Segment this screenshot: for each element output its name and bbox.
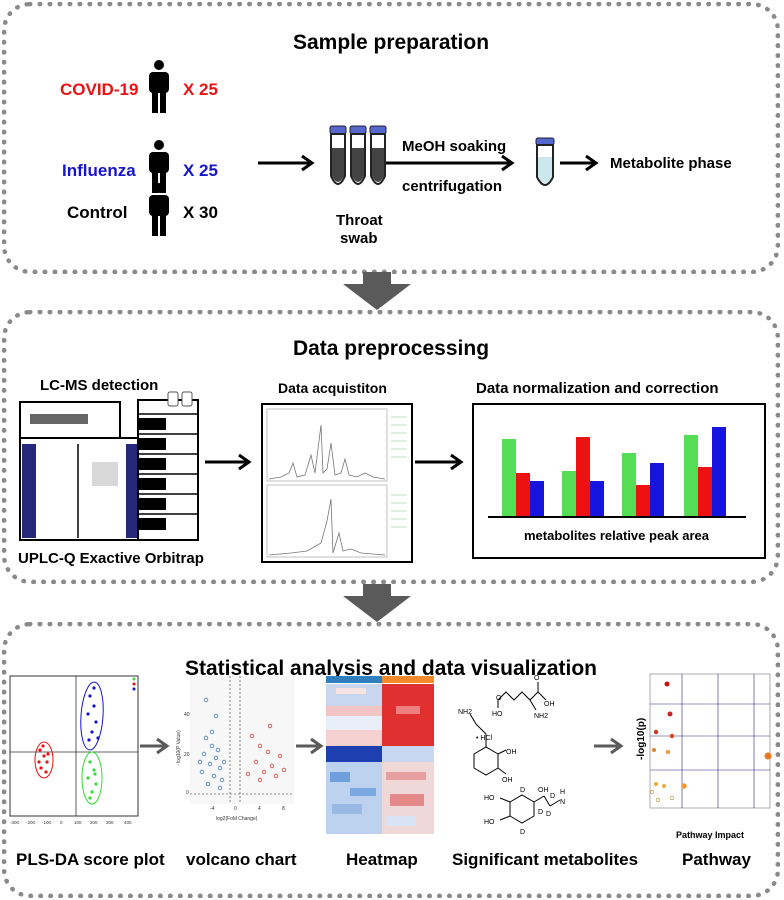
hcl-label: • HCl [476,735,493,742]
pls-tick-7: 400 [124,820,132,825]
atom-h-1: H [560,789,565,796]
volcano-xtick-3: 8 [282,806,285,812]
caption-volcano: volcano chart [186,850,297,869]
statistical-analysis-title: Statistical analysis and data visualizat… [185,657,597,680]
atom-ho-2: HO [484,795,495,802]
pls-tick-2: -100 [42,820,52,825]
arrow-to-normalization-icon [415,453,464,471]
atom-d-5: D [546,811,551,818]
volcano-xlabel: log2(Fold Change) [216,816,258,822]
volcano-xtick-2: 4 [258,806,261,812]
sample-preparation-panel: Sample preparation [2,2,780,274]
atom-nh2-2: NH2 [458,709,472,716]
caption-pls-da: PLS-DA score plot [16,850,165,869]
pls-tick-5: 200 [90,820,98,825]
atom-oh-3: OH [502,777,513,784]
atom-o-1: O [496,695,502,702]
atom-oh-4: OH [538,787,549,794]
acquisition-title: Data acquistiton [278,380,387,396]
sample-preparation-title: Sample preparation [292,31,490,54]
pls-tick-0: -300 [10,820,20,825]
pls-tick-3: 0 [60,820,63,825]
arrow-to-heatmap-icon [296,737,324,755]
atom-oh-1: OH [544,701,555,708]
pls-da-plot: -300 -200 -100 0 100 200 300 400 [9,675,139,825]
atom-d-1: D [520,787,525,794]
group-covid-label: COVID-19 [60,80,139,99]
down-arrow-icon-2 [343,584,411,622]
heatmap-image [326,676,434,834]
arrow-soaking-icon [386,154,515,172]
group-influenza-count: X 25 [183,161,218,180]
normalization-chart [472,403,766,559]
lcms-caption: UPLC-Q Exactive Orbitrap [18,550,204,567]
pathway-xlabel: Pathway Impact [676,830,744,840]
group-control-count: X 30 [183,203,218,222]
atom-d-3: D [538,809,543,816]
person-icon-control [149,183,169,236]
volcano-ytick-2: 0 [186,790,189,796]
swab-label-1: Throat [336,212,383,229]
atom-o-2: O [534,675,540,682]
atom-d-2: D [520,829,525,836]
pls-tick-4: 100 [74,820,82,825]
normalization-title: Data normalization and correction [476,380,719,397]
atom-n-1: N [560,799,565,806]
down-arrow-icon-1 [343,272,411,310]
volcano-ytick-0: 40 [184,712,190,718]
arrow-to-acquisition-icon [205,453,252,471]
caption-pathway: Pathway [682,850,751,869]
atom-ho-3: HO [484,819,495,826]
step-centrifugation-label: centrifugation [402,178,502,195]
step-meoh-label: MeOH soaking [402,138,507,155]
pathway-plot: -log10(p) Pathway Impact [636,673,772,840]
pathway-ylabel: -log10(p) [636,718,647,760]
normalization-caption: metabolites relative peak area [524,528,709,543]
metabolite-phase-label: Metabolite phase [610,155,732,172]
caption-significant-metabolites: Significant metabolites [452,850,639,869]
chemical-structures-image: HO O O OH NH2 NH2 • HCl OH OH HO HO D D … [458,675,565,836]
pls-tick-6: 300 [106,820,114,825]
swab-tubes-icon [329,125,387,185]
atom-d-4: D [550,793,555,800]
atom-nh2-1: NH2 [534,713,548,720]
pls-tick-1: -200 [26,820,36,825]
arrow-to-phase-icon [560,154,599,172]
arrow-to-swab-icon [258,154,315,172]
person-icon-influenza [149,140,169,193]
swab-label-2: swab [340,230,378,247]
caption-heatmap: Heatmap [346,850,418,869]
arrow-to-pathway-icon [594,737,624,755]
arrow-to-volcano-icon [140,737,170,755]
atom-oh-2: OH [506,749,517,756]
metabolite-tube-icon [535,137,555,186]
group-influenza-label: Influenza [62,161,136,180]
volcano-xtick-0: -4 [210,806,215,812]
group-control-label: Control [67,203,128,222]
volcano-xtick-1: 0 [234,806,237,812]
lcms-title: LC-MS detection [40,377,159,394]
data-preprocessing-title: Data preprocessing [292,337,490,360]
volcano-plot: 40 20 0 -4 0 4 8 log2(Fold Change) - log… [176,676,294,822]
lcms-instrument-icon [19,391,199,541]
chromatogram-image [261,403,413,563]
person-icon-covid [149,60,169,113]
atom-ho-1: HO [492,711,503,718]
volcano-ytick-1: 20 [184,752,190,758]
volcano-ylabel: - log10(P Value) [176,730,182,766]
group-covid-count: X 25 [183,80,218,99]
